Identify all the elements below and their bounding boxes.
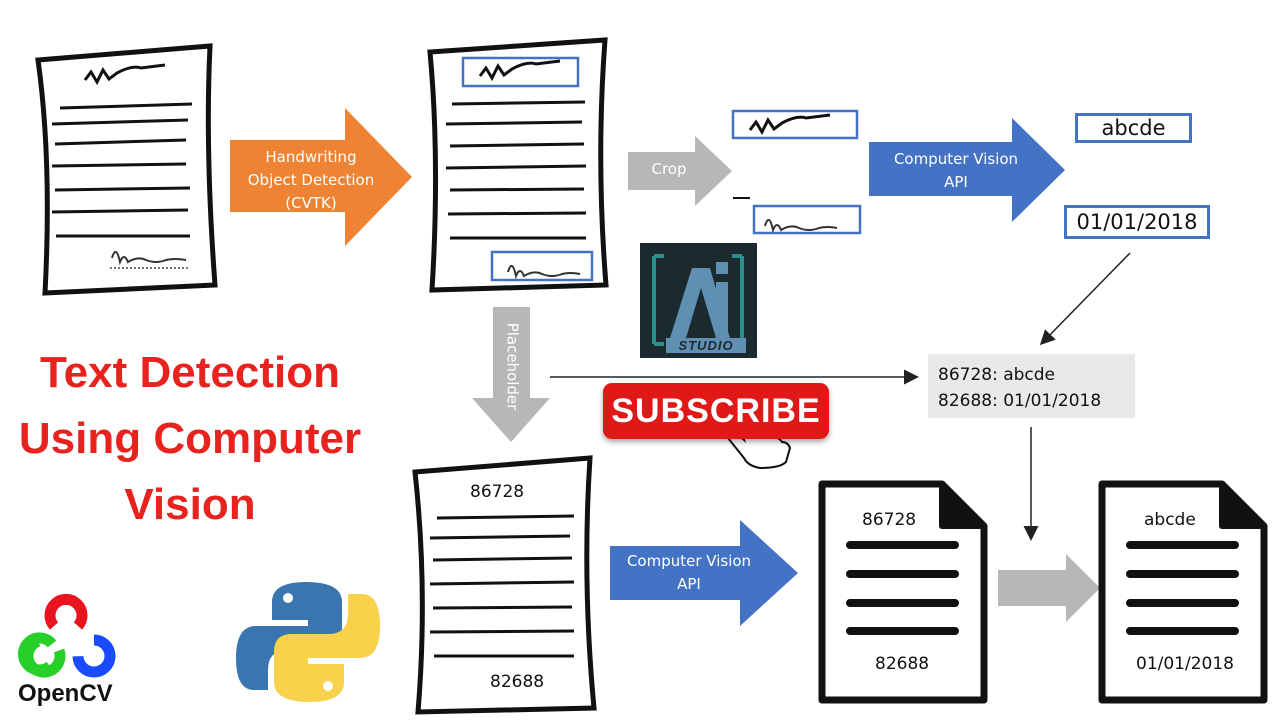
title-line-2: Using Computer xyxy=(18,414,362,463)
detection-label: Handwriting Object Detection (CVTK) xyxy=(247,148,375,212)
cv-api-arrow-top xyxy=(869,118,1065,222)
final-bottom-text: 01/01/2018 xyxy=(1136,654,1234,674)
placeholder-document xyxy=(412,455,597,715)
opencv-logo-icon xyxy=(17,593,116,678)
final-top-text: abcde xyxy=(1144,510,1196,530)
logo-studio-text: STUDIO xyxy=(666,338,746,353)
placeholder-bottom-id: 82688 xyxy=(490,672,545,692)
id-mapping-box: 86728: abcde 82688: 01/01/2018 xyxy=(928,354,1135,418)
detected-document xyxy=(427,37,609,293)
crop-signature-top xyxy=(731,109,859,140)
cv-api-bottom-label: Computer Vision API xyxy=(626,552,752,593)
opencv-label: OpenCV xyxy=(18,680,113,707)
intermediate-top-id: 86728 xyxy=(862,510,917,530)
intermediate-bottom-id: 82688 xyxy=(875,654,930,674)
placeholder-label: Placeholder xyxy=(503,322,522,411)
crop-label: Crop xyxy=(651,160,687,178)
source-document xyxy=(35,43,218,296)
placeholder-arrow xyxy=(472,307,550,442)
detection-arrow xyxy=(230,108,412,246)
cv-api-arrow-bottom xyxy=(610,520,798,626)
python-logo-icon xyxy=(236,582,380,702)
placeholder-top-id: 86728 xyxy=(470,482,525,502)
title-line-3: Vision xyxy=(124,480,256,529)
result-date-box: 01/01/2018 xyxy=(1064,205,1210,239)
crop-arrow xyxy=(628,136,732,206)
subscribe-button[interactable]: SUBSCRIBE xyxy=(603,383,829,439)
cv-api-top-label: Computer Vision API xyxy=(893,150,1019,191)
mapping-line-1: 86728: abcde xyxy=(938,365,1056,385)
final-document xyxy=(1098,480,1268,704)
result-text-box: abcde xyxy=(1075,113,1192,143)
merge-arrow xyxy=(998,554,1100,622)
intermediate-document xyxy=(818,480,988,704)
title-line-1: Text Detection xyxy=(40,348,340,397)
mapping-line-2: 82688: 01/01/2018 xyxy=(938,391,1102,411)
